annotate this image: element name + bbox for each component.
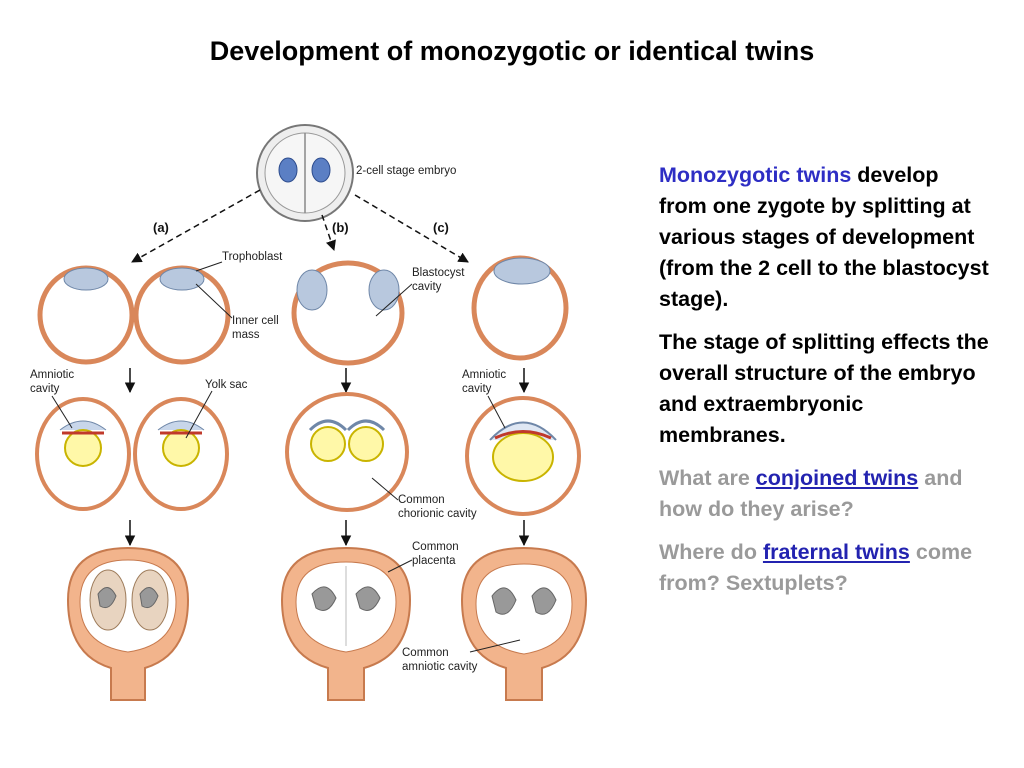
paragraph-monozygotic: Monozygotic twins develop from one zygot… bbox=[659, 160, 989, 315]
placenta-label-2: placenta bbox=[412, 555, 456, 567]
blastocyst-label-1: Blastocyst bbox=[412, 267, 465, 279]
two-cell-embryo bbox=[256, 124, 354, 222]
conjoined-question-start: What are bbox=[659, 466, 750, 490]
amniotic-c-label-1: Amniotic bbox=[462, 369, 506, 381]
conjoined-question-end: and how do they arise? bbox=[659, 466, 963, 521]
amniotic-a-label-1: Amniotic bbox=[30, 369, 74, 381]
blastocyst-c bbox=[471, 255, 569, 361]
inner-cell-label-1: Inner cell bbox=[232, 315, 279, 327]
blastocyst-a-left bbox=[37, 265, 135, 365]
fraternal-question-end: come from? Sextuplets? bbox=[659, 540, 973, 595]
twin-development-diagram: 2-cell stage embryo (a) (b) (c) Trophobl… bbox=[30, 124, 588, 701]
uterus-c bbox=[460, 546, 588, 701]
implanted-a-right bbox=[133, 397, 229, 511]
paragraph-splitting: The stage of splitting effects the overa… bbox=[659, 327, 989, 451]
conjoined-twins-link[interactable]: conjoined twins bbox=[755, 466, 919, 490]
amniotic-c-label-2: cavity bbox=[462, 383, 492, 395]
trophoblast-label: Trophoblast bbox=[222, 251, 283, 263]
fraternal-question-start: Where do bbox=[659, 540, 757, 564]
paragraph-conjoined: What are conjoined twins and how do they… bbox=[659, 463, 989, 525]
uterus-b bbox=[280, 546, 412, 701]
common-amniotic-label-1: Common bbox=[402, 647, 449, 659]
path-c-label: (c) bbox=[433, 220, 449, 235]
paragraph-fraternal: Where do fraternal twins come from? Sext… bbox=[659, 537, 989, 599]
implanted-c bbox=[465, 396, 581, 516]
monozygotic-description: develop from one zygote by splitting at … bbox=[659, 163, 989, 311]
chorionic-label-2: chorionic cavity bbox=[398, 508, 477, 520]
path-b-label: (b) bbox=[332, 220, 349, 235]
path-a-label: (a) bbox=[153, 220, 169, 235]
common-amniotic-label-2: amniotic cavity bbox=[402, 661, 478, 673]
arrow-path-a bbox=[131, 189, 261, 263]
placenta-label-1: Common bbox=[412, 541, 459, 553]
blastocyst-label-2: cavity bbox=[412, 281, 442, 293]
splitting-description: The stage of splitting effects the overa… bbox=[659, 330, 989, 447]
chorionic-label-1: Common bbox=[398, 494, 445, 506]
uterus-a bbox=[66, 546, 190, 701]
amniotic-a-label-2: cavity bbox=[30, 383, 60, 395]
embryo-label: 2-cell stage embryo bbox=[356, 165, 456, 177]
fraternal-twins-link[interactable]: fraternal twins bbox=[762, 540, 910, 564]
arrow-path-b bbox=[321, 214, 336, 251]
implanted-b bbox=[285, 392, 409, 512]
inner-cell-label-2: mass bbox=[232, 329, 260, 341]
yolk-sac-label: Yolk sac bbox=[205, 379, 248, 391]
arrow-path-c bbox=[354, 194, 469, 263]
slide-title: Development of monozygotic or identical … bbox=[209, 36, 815, 66]
explanation-text: Monozygotic twins develop from one zygot… bbox=[659, 160, 989, 611]
implanted-a-left bbox=[35, 397, 131, 511]
blastocyst-b bbox=[291, 260, 405, 366]
blastocyst-a-right bbox=[133, 265, 231, 365]
monozygotic-highlight: Monozygotic twins bbox=[659, 163, 852, 187]
